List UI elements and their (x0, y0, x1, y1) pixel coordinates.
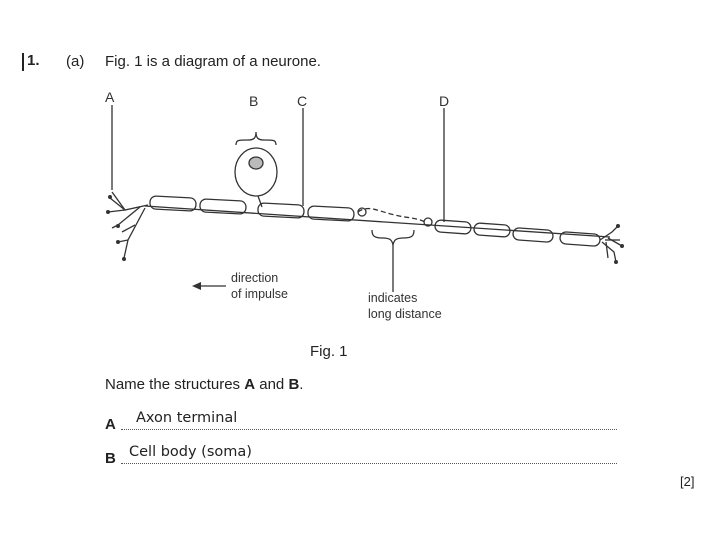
label-b: B (249, 93, 259, 109)
cell-body-stalk (257, 195, 263, 208)
marks: [2] (680, 474, 695, 489)
instruction-text: Name the structures (105, 376, 245, 393)
instruction: Name the structures A and B. (105, 376, 303, 393)
instruction-b: B (288, 376, 300, 393)
distance-note-line: indicates (368, 291, 418, 305)
label-b-brace (235, 131, 277, 146)
label-a: A (105, 89, 115, 105)
direction-note: direction of impulse (231, 270, 288, 302)
axon-line (144, 205, 611, 238)
distance-brace (371, 229, 415, 246)
instruction-a: A (244, 376, 256, 393)
answer-text: Cell body (soma) (128, 444, 253, 460)
question-intro: Fig. 1 is a diagram of a neurone. (105, 53, 321, 70)
figure-caption: Fig. 1 (310, 343, 348, 360)
instruction-text: and (255, 376, 289, 393)
distance-note: indicates long distance (368, 290, 442, 322)
label-c: C (297, 93, 308, 109)
direction-note-line: of impulse (231, 287, 288, 301)
direction-arrow-head (192, 282, 201, 290)
answer-letter: B (105, 450, 116, 467)
answer-row-b: B Cell body (soma) (105, 444, 617, 467)
break-mark (357, 207, 367, 217)
answer-letter: A (105, 416, 116, 433)
answer-text: Axon terminal (135, 410, 239, 426)
instruction-text: . (299, 376, 304, 393)
answer-row-a: A Axon terminal (105, 410, 617, 433)
question-part: (a) (66, 53, 85, 70)
dendrite-branches (599, 225, 623, 263)
label-d: D (439, 93, 450, 109)
direction-note-line: direction (231, 271, 279, 285)
question-number: 1. (27, 52, 40, 69)
break-mark (423, 217, 433, 227)
answer-line[interactable] (121, 429, 617, 430)
nucleus (248, 156, 264, 170)
margin-bar (22, 53, 24, 71)
dashed-break (357, 207, 426, 223)
cell-body-outline (234, 147, 278, 197)
distance-note-line: long distance (368, 307, 442, 321)
myelin-sheath-segments (149, 195, 601, 247)
axon-terminal-branches (107, 191, 149, 259)
answer-line[interactable] (121, 463, 617, 464)
